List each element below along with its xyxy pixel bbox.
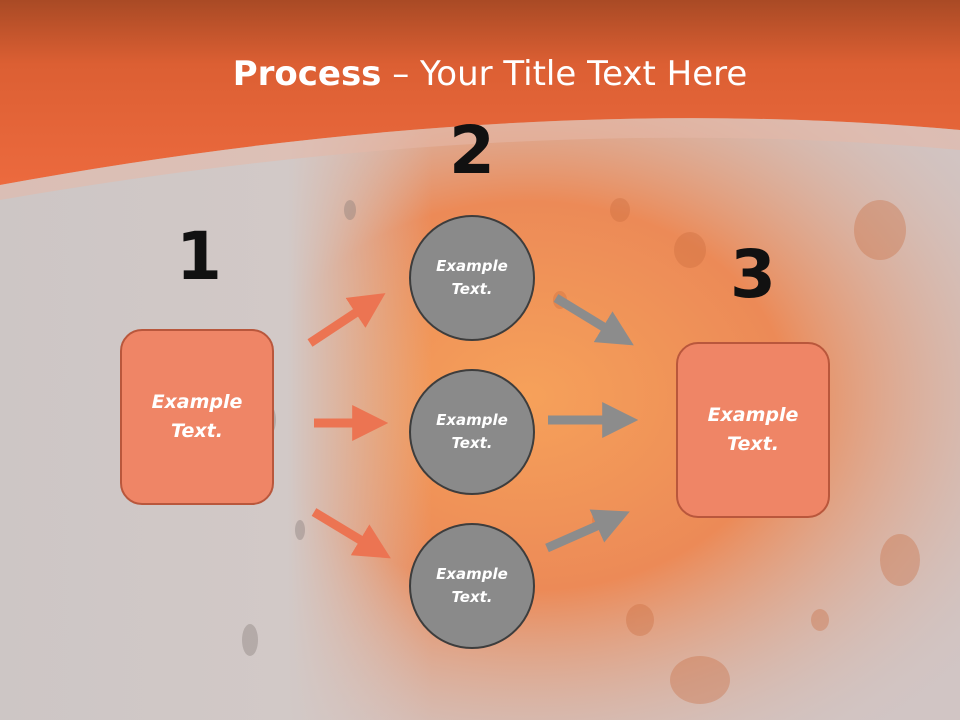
step-2-circle-3: Example Text. — [409, 523, 535, 649]
slide-title: Process – Your Title Text Here — [0, 54, 960, 94]
step-2-number: 2 — [449, 112, 495, 189]
step-1-number: 1 — [176, 218, 222, 295]
step-3-box: Example Text. — [676, 342, 830, 518]
title-bold-part: Process — [232, 54, 382, 94]
step-2-circle-2: Example Text. — [409, 369, 535, 495]
water-droplets-decoration — [553, 198, 920, 704]
title-rest-part: – Your Title Text Here — [381, 54, 748, 94]
step-3-number: 3 — [730, 236, 776, 313]
step-3-box-text: Example Text. — [707, 404, 799, 455]
step-2-circle-1-text: Example Text. — [436, 257, 508, 298]
step-1-box-text: Example Text. — [151, 391, 243, 442]
step-2-circle-2-text: Example Text. — [436, 411, 508, 452]
step-2-circle-1: Example Text. — [409, 215, 535, 341]
step-1-box: Example Text. — [120, 329, 274, 505]
step-2-circle-3-text: Example Text. — [436, 565, 508, 606]
